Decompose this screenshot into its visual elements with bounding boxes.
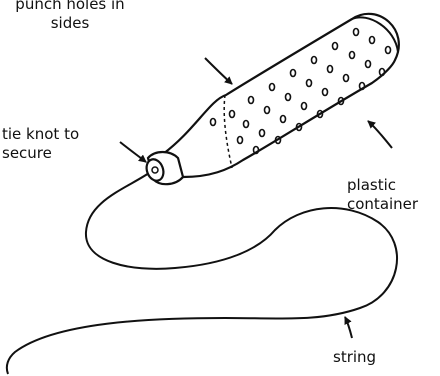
label-tie-knot-line1: tie knot to xyxy=(2,125,79,144)
label-plastic-container-line1: plastic xyxy=(347,176,418,195)
label-punch-holes: punch holes in sides xyxy=(0,0,140,33)
label-punch-holes-line1: punch holes in xyxy=(0,0,140,14)
string-line xyxy=(7,171,397,374)
label-plastic-container: plastic container xyxy=(347,176,418,214)
punch-holes-arrow xyxy=(205,58,232,84)
label-punch-holes-line2: sides xyxy=(0,14,140,33)
plastic-container-arrow xyxy=(368,121,392,148)
label-string: string xyxy=(333,348,376,367)
label-tie-knot-line2: secure xyxy=(2,144,79,163)
plastic-container-shape xyxy=(163,14,399,177)
tie-knot-arrow xyxy=(120,142,146,162)
string-arrow xyxy=(345,317,352,338)
label-tie-knot: tie knot to secure xyxy=(2,125,79,163)
label-plastic-container-line2: container xyxy=(347,195,418,214)
label-string-text: string xyxy=(333,348,376,367)
bottle-cap xyxy=(144,152,183,184)
